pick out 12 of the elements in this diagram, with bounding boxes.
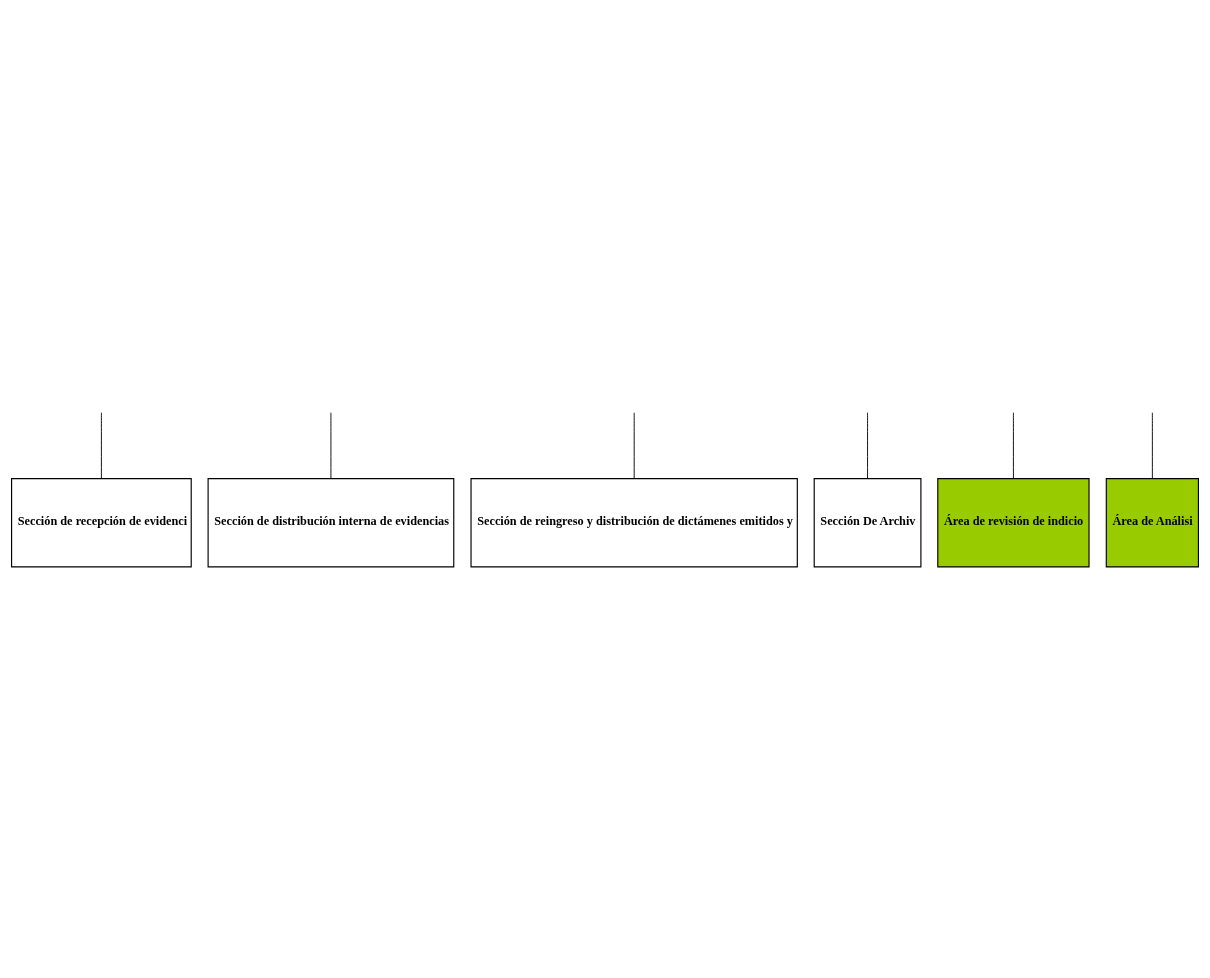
node-box: Sección de recepción de evidenci xyxy=(11,477,192,567)
node-box: Sección de distribución interna de evidencias xyxy=(207,477,455,567)
connector xyxy=(633,411,635,479)
connector xyxy=(1151,411,1153,479)
node-box: Sección De Archiv xyxy=(813,477,922,567)
connector xyxy=(330,411,332,479)
node-box: Área de Análisi xyxy=(1105,477,1199,567)
node-box: Área de revisión de indicio xyxy=(937,477,1090,567)
connector xyxy=(100,411,102,479)
node-box: Sección de reingreso y distribución de dictámenes emitidos y xyxy=(470,477,798,567)
connector xyxy=(867,411,868,479)
connector xyxy=(1012,411,1014,479)
